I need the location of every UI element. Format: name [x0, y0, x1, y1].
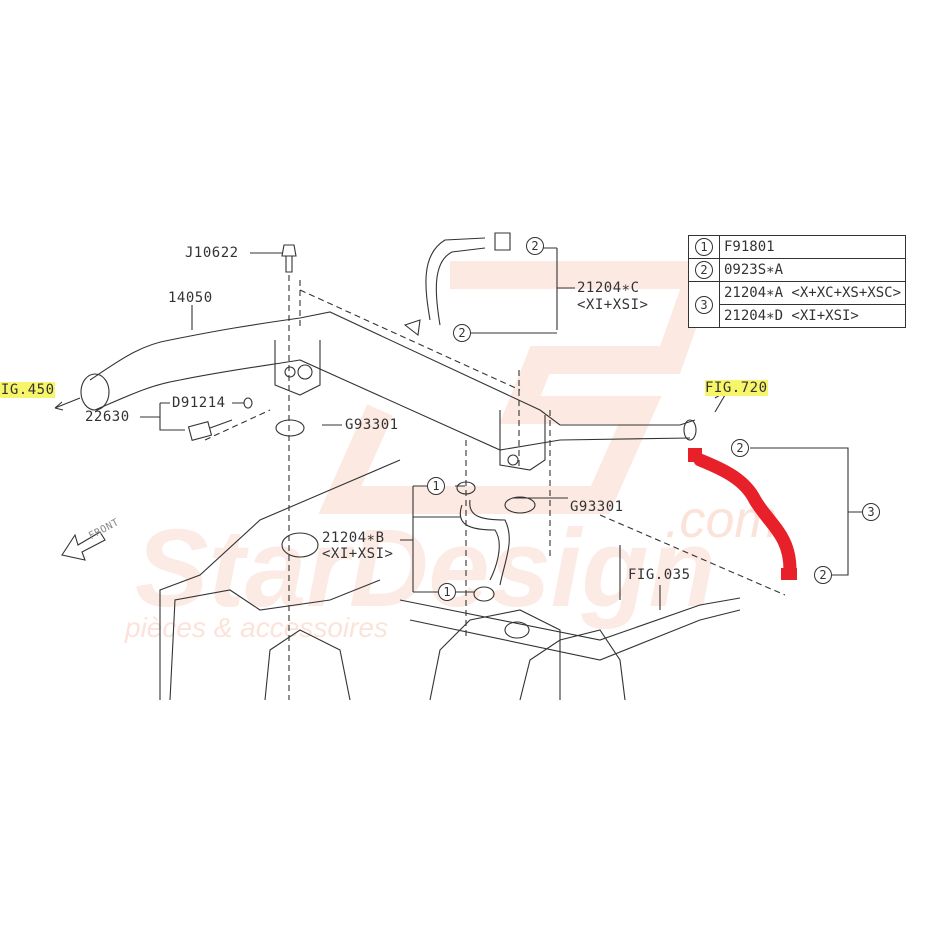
- label-gasket-left: G93301: [345, 417, 399, 433]
- label-gasket-small: D91214: [172, 395, 226, 411]
- callout-3: 3: [862, 503, 880, 521]
- label-gasket-right: G93301: [570, 499, 624, 515]
- coolant-temp-sensor: [187, 420, 213, 442]
- label-hose-c-variant: <XI+XSI>: [577, 297, 649, 313]
- watermark-tagline: pièces & accessoires: [125, 612, 389, 643]
- hose-21204-c: [425, 237, 486, 326]
- arrow-fig720-icon: [714, 394, 726, 413]
- label-hose-b: 21204∗B: [322, 530, 385, 546]
- callout-1: 1: [438, 583, 456, 601]
- callout-2: 2: [526, 237, 544, 255]
- gasket-g93301-right: [504, 496, 536, 514]
- callout-1: 1: [427, 477, 445, 495]
- table-row: 1 F91801: [688, 235, 907, 259]
- link-fig720[interactable]: FIG.720: [705, 380, 768, 396]
- ref-circle: 1: [695, 238, 713, 256]
- label-hose-b-variant: <XI+XSI>: [322, 546, 394, 562]
- front-arrow-icon: [61, 531, 106, 561]
- ref-cell: 1: [688, 235, 720, 259]
- arrow-fig450-icon: [54, 397, 81, 411]
- label-sensor: 22630: [85, 409, 130, 425]
- label-pipe: 14050: [168, 290, 213, 306]
- label-hose-c: 21204∗C: [577, 280, 640, 296]
- hose-21204-b: [459, 499, 510, 586]
- part-cell: 21204∗A <X+XC+XS+XSC>: [718, 281, 907, 305]
- table-row: 3 21204∗A <X+XC+XS+XSC>: [688, 281, 907, 328]
- link-fig035[interactable]: FIG.035: [628, 567, 691, 583]
- bolt-j10622: [281, 244, 297, 273]
- part-cell: F91801: [718, 235, 907, 259]
- ref-cell: 3: [688, 281, 720, 328]
- part-cell: 21204∗D <XI+XSI>: [718, 304, 907, 328]
- callout-2: 2: [453, 324, 471, 342]
- table-row: 2 0923S∗A: [688, 258, 907, 282]
- ref-circle: 2: [695, 261, 713, 279]
- callout-2: 2: [731, 439, 749, 457]
- label-bolt: J10622: [185, 245, 239, 261]
- watermark-brand: StarDesign: [135, 507, 716, 630]
- engine-block: [159, 459, 741, 701]
- part-cell: 0923S∗A: [718, 258, 907, 282]
- ref-circle: 3: [695, 295, 713, 314]
- fig720-text[interactable]: FIG.720: [705, 380, 768, 396]
- coolant-pipe: [89, 311, 696, 451]
- ref-cell: 2: [688, 258, 720, 282]
- link-fig450[interactable]: FIG.450: [0, 382, 55, 398]
- gasket-g93301-left: [275, 419, 305, 437]
- callout-2: 2: [814, 566, 832, 584]
- table-row: 21204∗D <XI+XSI>: [689, 304, 907, 328]
- fig450-text[interactable]: FIG.450: [0, 382, 55, 398]
- selected-hose-3: [688, 448, 797, 580]
- pipe-inlet: [80, 373, 110, 411]
